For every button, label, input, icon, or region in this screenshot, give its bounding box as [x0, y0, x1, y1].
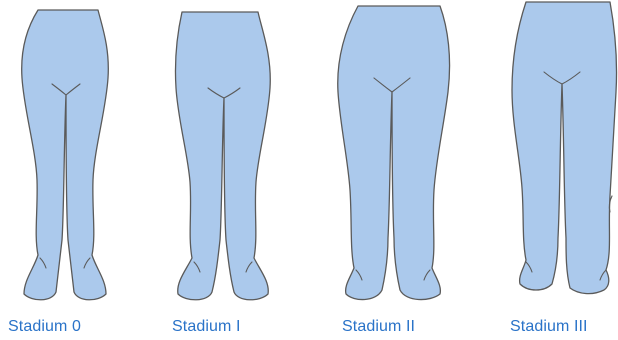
stage-3-legs	[512, 2, 617, 294]
stage-1-figure: Stadium I	[154, 0, 308, 340]
stage-2-label: Stadium II	[342, 318, 415, 336]
stage-3-label: Stadium III	[510, 318, 588, 336]
stage-3-legs-illustration	[462, 0, 616, 310]
stage-0-legs-illustration	[0, 0, 154, 310]
stage-3-figure: Stadium III	[462, 0, 616, 340]
stage-1-label: Stadium I	[172, 318, 241, 336]
stage-1-legs	[175, 12, 270, 300]
stage-0-figure: Stadium 0	[0, 0, 154, 340]
stage-0-legs	[22, 10, 109, 300]
stage-0-label: Stadium 0	[8, 318, 81, 336]
stage-2-legs-illustration	[308, 0, 462, 310]
stage-2-figure: Stadium II	[308, 0, 462, 340]
stage-1-legs-illustration	[154, 0, 308, 310]
stage-2-legs	[338, 6, 450, 300]
